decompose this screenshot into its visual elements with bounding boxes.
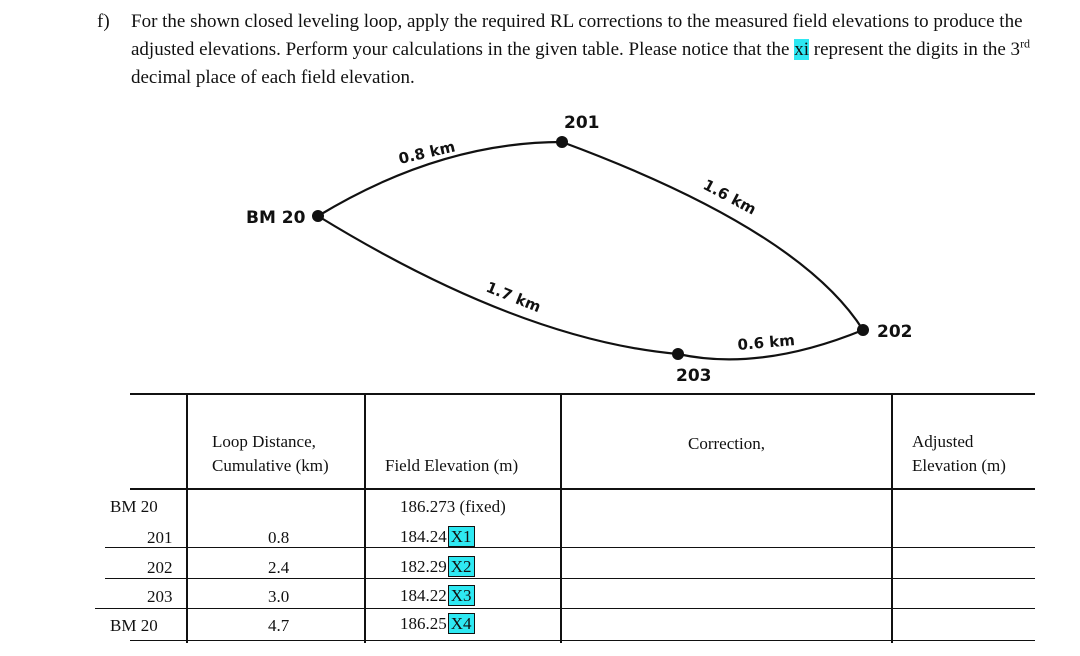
- leveling-loop-diagram: BM 20 201 202 203 0.8 km 1.6 km 0.6 km 1…: [246, 113, 913, 386]
- path-202-203: [677, 328, 864, 361]
- column-divider-2: [364, 393, 366, 643]
- column-divider-1: [186, 393, 188, 643]
- path-203-bm20: [317, 215, 679, 356]
- station-cell: BM 20: [110, 616, 158, 635]
- highlighted-xi: xi: [794, 39, 809, 60]
- path-201-202: [561, 140, 864, 331]
- station-label-201: 201: [564, 113, 600, 133]
- field-elevation-cell: 186.273 (fixed): [400, 497, 506, 516]
- unknown-digit-box: X3: [447, 585, 475, 606]
- station-cell: BM 20: [110, 497, 158, 516]
- station-label-203: 203: [676, 366, 712, 386]
- unknown-digit-box: X4: [447, 613, 475, 634]
- column-divider-3: [560, 393, 562, 643]
- header-adjusted-line2: Elevation (m): [912, 456, 1006, 475]
- distance-cell: 4.7: [268, 616, 290, 635]
- field-elevation-prefix: 184.22: [400, 586, 447, 605]
- station-cell: 201: [147, 528, 173, 547]
- table-top-rule: [130, 393, 1035, 395]
- field-elevation-prefix: 184.24: [400, 527, 447, 546]
- question-text-middle: represent the digits in the 3: [809, 39, 1021, 60]
- row-rule-2: [105, 578, 1035, 579]
- distance-label-201-202: 1.6 km: [700, 176, 759, 219]
- field-elevation-prefix: 186.25: [400, 614, 447, 633]
- question-text-end: decimal place of each field elevation.: [131, 67, 415, 88]
- header-loop-distance-line2: Cumulative (km): [212, 456, 329, 475]
- station-cell: 203: [147, 587, 173, 606]
- station-point-201: [556, 136, 568, 148]
- header-field-elevation: Field Elevation (m): [385, 456, 519, 475]
- station-point-bm20: [312, 210, 324, 222]
- row-rule-3: [95, 608, 1035, 609]
- unknown-digit-box: X2: [447, 556, 475, 577]
- row-rule-1: [105, 547, 1035, 548]
- table-header-rule: [130, 488, 1035, 490]
- question-text: For the shown closed leveling loop, appl…: [131, 8, 1031, 92]
- header-correction: Correction,: [688, 434, 765, 453]
- header-adjusted-line1: Adjusted: [912, 432, 974, 451]
- station-label-202: 202: [877, 322, 913, 342]
- path-bm20-201: [317, 140, 563, 217]
- question-text-start: For the shown closed leveling loop, appl…: [131, 11, 1023, 60]
- station-point-202: [857, 324, 869, 336]
- superscript-rd: rd: [1020, 36, 1031, 51]
- station-label-bm20: BM 20: [246, 208, 306, 228]
- question-label: f): [97, 11, 110, 32]
- distance-label-bm20-201: 0.8 km: [397, 137, 457, 167]
- header-loop-distance-line1: Loop Distance,: [212, 432, 316, 451]
- unknown-digit-box: X1: [447, 526, 475, 547]
- station-cell: 202: [147, 558, 173, 577]
- table-bottom-rule: [130, 640, 1035, 641]
- header-loop-distance: Loop Distance, Cumulative (km): [212, 430, 329, 478]
- distance-cell: 0.8: [268, 528, 290, 547]
- station-point-203: [672, 348, 684, 360]
- field-elevation-prefix: 182.29: [400, 557, 447, 576]
- column-divider-4: [891, 393, 893, 643]
- header-adjusted-elevation: Adjusted Elevation (m): [912, 430, 1006, 478]
- distance-cell: 2.4: [268, 558, 290, 577]
- distance-label-203-bm20: 1.7 km: [484, 278, 544, 316]
- distance-label-202-203: 0.6 km: [737, 331, 796, 354]
- distance-cell: 3.0: [268, 587, 290, 606]
